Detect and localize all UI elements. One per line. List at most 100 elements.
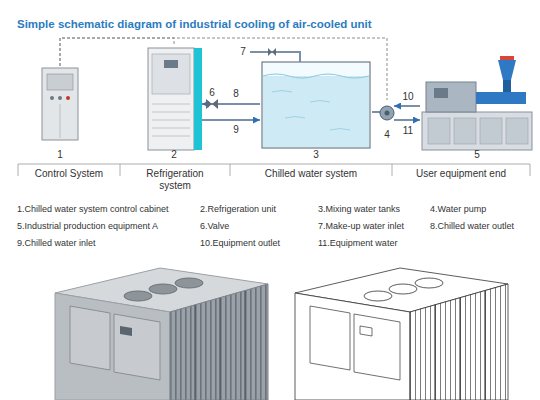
unit-stripe <box>194 48 202 150</box>
equipment-node: 3 <box>260 60 372 162</box>
injection-machine <box>422 56 532 150</box>
legend-item: 9.Chilled water inlet <box>17 238 96 248</box>
water-pump <box>380 106 394 120</box>
machine-panel <box>506 118 528 144</box>
water-wave <box>263 74 369 78</box>
chiller-fan <box>364 291 392 301</box>
callout-number: 4 <box>384 129 390 141</box>
chiller-end-face <box>295 293 410 400</box>
legend-item: 6.Valve <box>200 221 229 231</box>
pump-body <box>380 106 394 120</box>
hopper-cap <box>500 56 514 60</box>
chiller-fan <box>124 291 152 301</box>
legend-item: 5.Industrial production equipment A <box>17 221 158 231</box>
band-tick <box>530 164 531 176</box>
pump-hub <box>385 111 390 116</box>
coil-divider <box>460 298 461 400</box>
coil-divider <box>194 305 195 400</box>
section-caption: User equipment end <box>392 168 530 180</box>
machine-panel <box>454 118 476 144</box>
cabinet-panel <box>47 74 73 90</box>
callout-number: 3 <box>313 149 319 161</box>
band-tick <box>120 164 121 176</box>
unit-grille <box>152 104 190 105</box>
legend-item: 8.Chilled water outlet <box>430 221 514 231</box>
chiller-end-face <box>55 293 170 400</box>
unit-grille <box>152 120 190 121</box>
chiller-fan <box>149 284 177 294</box>
chiller-coil-face <box>410 284 508 400</box>
chiller-door <box>354 314 400 380</box>
legend-item: 10.Equipment outlet <box>200 238 280 248</box>
injection-barrel <box>476 92 526 104</box>
water-ripple <box>272 91 350 131</box>
callout-number: 2 <box>171 149 177 161</box>
water-pipe <box>394 119 420 121</box>
cabinet-door-line <box>60 104 61 138</box>
chiller-door <box>114 314 160 380</box>
machine-screen <box>434 88 448 98</box>
unit-grille <box>152 136 190 137</box>
chiller-photo <box>55 268 268 400</box>
unit-display <box>164 60 178 68</box>
band-line <box>18 164 530 165</box>
tank-water <box>263 76 369 147</box>
callout-number: 6 <box>209 87 215 99</box>
chiller-door <box>310 306 350 370</box>
chiller-fan <box>415 278 443 288</box>
equipment-node: 4 <box>380 100 394 142</box>
legend-item: 3.Mixing water tanks <box>318 204 400 214</box>
machine-base <box>422 112 532 150</box>
legend-item: 11.Equipment water <box>318 238 397 248</box>
unit-panel <box>152 54 190 94</box>
coil-divider <box>435 305 436 400</box>
diagram-title: Simple schematic diagram of industrial c… <box>17 18 372 31</box>
chiller-coil-face <box>170 284 268 400</box>
equipment-node: 5 <box>420 54 534 162</box>
machine-panel <box>480 118 502 144</box>
water-pipe <box>394 105 420 107</box>
chiller-fan <box>389 284 417 294</box>
callout-number: 5 <box>474 149 480 161</box>
chiller-door <box>70 306 110 370</box>
callout-number: 1 <box>57 149 63 161</box>
unit-grille <box>152 112 190 113</box>
valve-symbol <box>268 48 276 56</box>
legend-item: 2.Refrigeration unit <box>200 204 276 214</box>
legend-item: 4.Water pump <box>430 204 486 214</box>
band-tick <box>18 164 19 176</box>
unit-body <box>148 48 194 150</box>
cabinet-button <box>58 96 62 100</box>
cabinet-button <box>66 96 70 100</box>
band-tick <box>392 164 393 176</box>
band-tick <box>230 164 231 176</box>
cabinet-body <box>42 68 78 140</box>
legend-item: 1.Chilled water system control cabinet <box>17 204 169 214</box>
hopper <box>498 60 516 80</box>
callout-number: 9 <box>233 124 239 136</box>
chiller-display <box>120 326 132 336</box>
valve-symbol <box>206 99 218 109</box>
water-pipe <box>202 119 260 121</box>
coil-divider <box>485 291 486 400</box>
chiller-fan <box>175 278 203 288</box>
callout-number: 7 <box>240 46 246 58</box>
section-caption: Refrigeration system <box>135 168 215 191</box>
chiller-display <box>360 326 372 336</box>
callout-number: 10 <box>402 91 413 103</box>
water-pipe <box>372 111 380 113</box>
clamp-unit <box>426 82 476 112</box>
section-caption: Control System <box>18 168 120 180</box>
hopper-neck <box>503 80 511 92</box>
coil-divider <box>219 298 220 400</box>
unit-grille <box>152 128 190 129</box>
refrigeration-unit <box>148 48 202 150</box>
equipment-node: 2 <box>146 46 202 162</box>
chiller-line-drawing <box>295 268 508 400</box>
mixing-tank <box>262 62 370 148</box>
equipment-node: 1 <box>38 66 82 162</box>
cabinet-button <box>50 96 54 100</box>
legend-item: 7.Make-up water inlet <box>318 221 404 231</box>
machine-panel <box>428 118 450 144</box>
